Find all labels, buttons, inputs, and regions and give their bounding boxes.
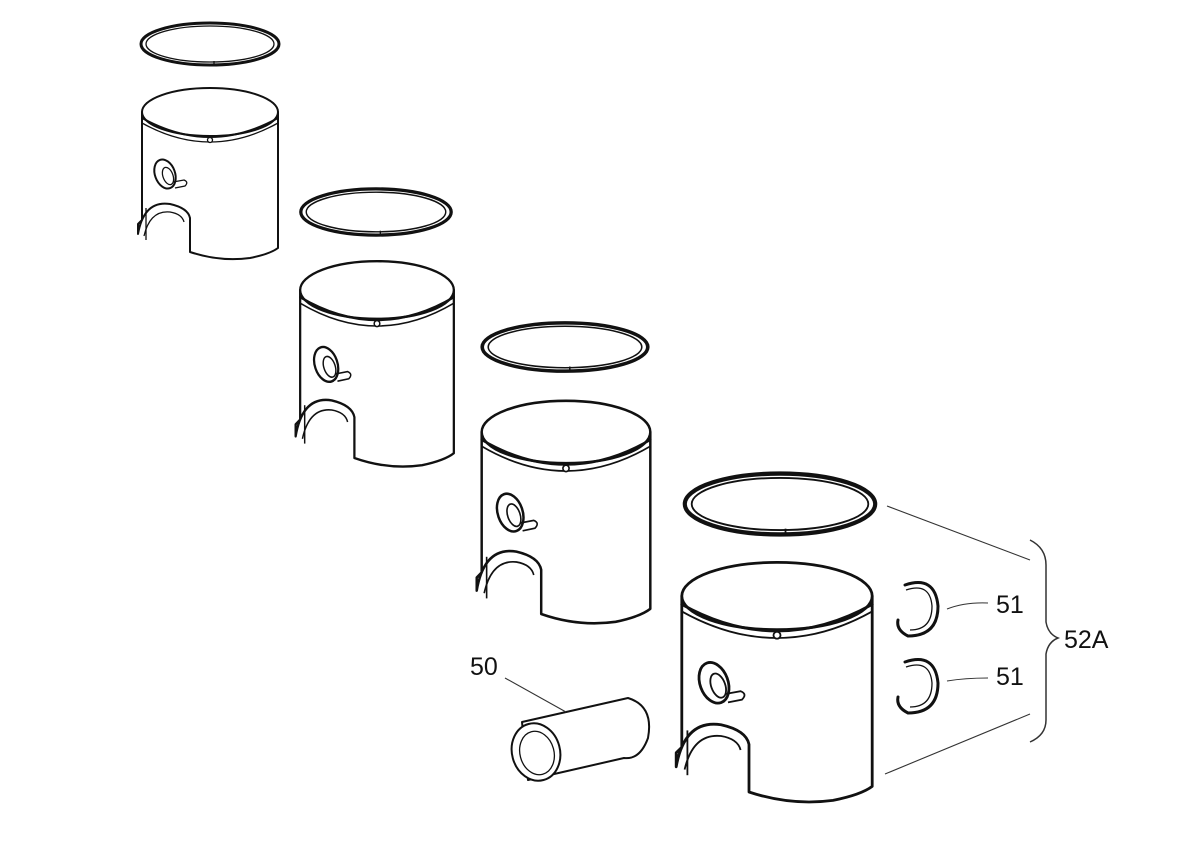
piston-ring-3: [480, 321, 650, 373]
piston-ring-4: [685, 474, 875, 535]
piston-ring-2: [299, 187, 453, 237]
piston-3: [475, 399, 652, 625]
circlip-upper: [896, 581, 940, 638]
circlip-lower: [896, 658, 940, 715]
callout-51-upper: 51: [996, 591, 1024, 619]
piston-2: [294, 260, 456, 468]
piston-ring-1: [139, 21, 281, 67]
piston-pin: [510, 697, 650, 782]
piston-4: [674, 561, 874, 804]
leader-lines: [504, 505, 1031, 775]
callout-52a: 52A: [1064, 626, 1109, 654]
callout-50: 50: [470, 653, 498, 681]
callout-51-lower: 51: [996, 663, 1024, 691]
piston-1: [137, 87, 279, 261]
kit-bracket: [1029, 539, 1061, 743]
